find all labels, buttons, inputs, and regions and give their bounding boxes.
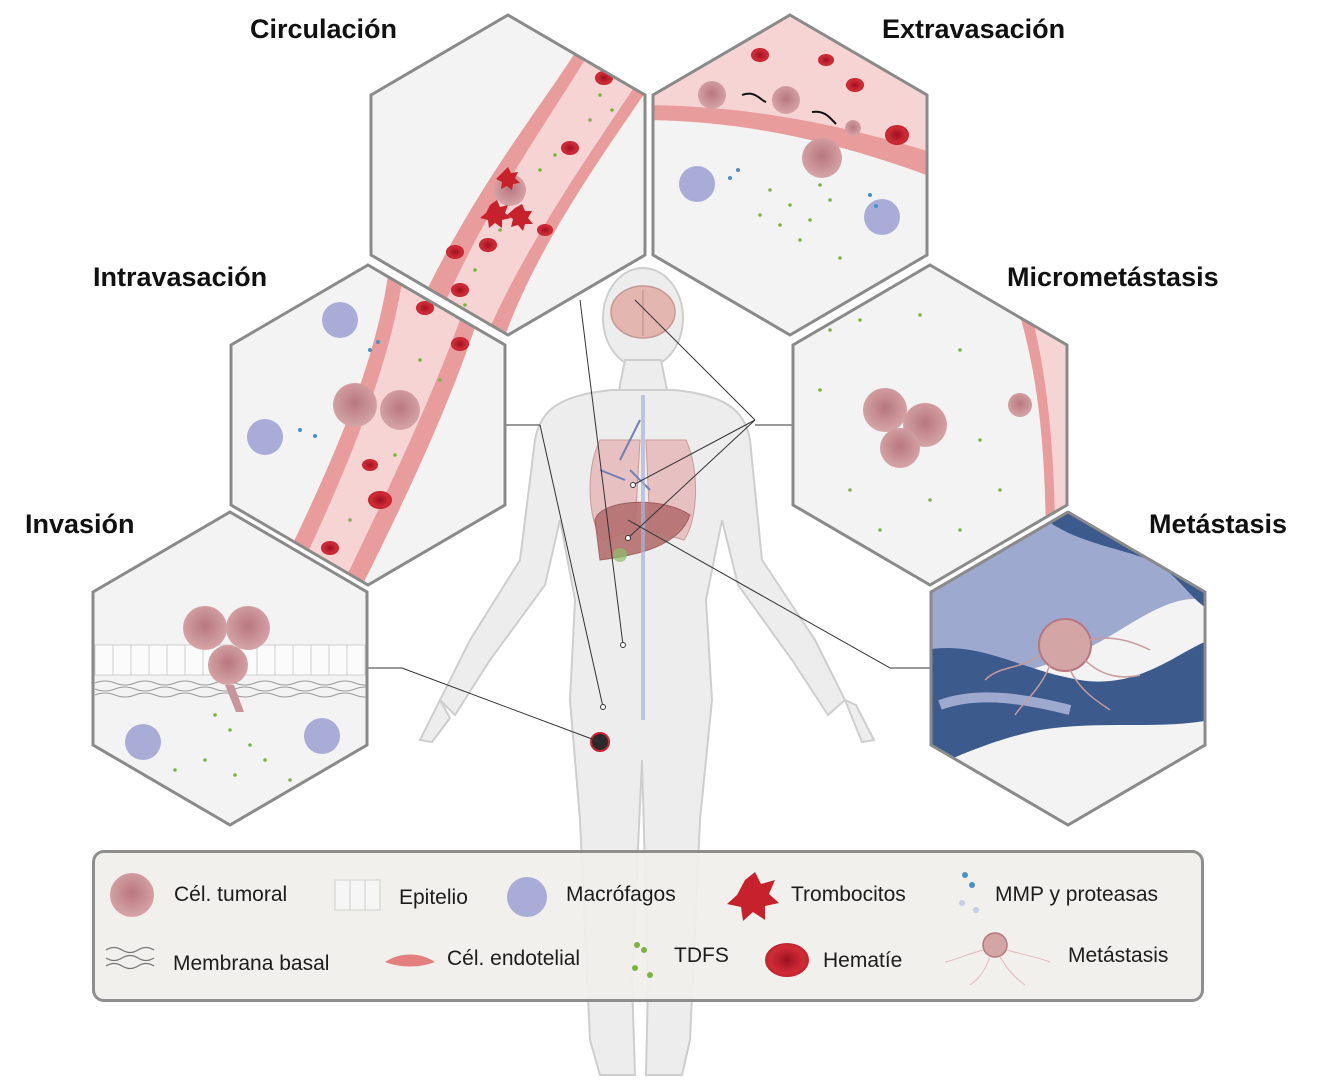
legend-label-platelets: Trombocitos	[791, 883, 906, 906]
legend-label-basement-membrane: Membrana basal	[173, 952, 330, 975]
epithelium-icon	[334, 879, 381, 911]
rbc-icon	[765, 943, 809, 977]
stage-title-invasion: Invasión	[25, 509, 135, 539]
legend-label-epithelium: Epitelio	[399, 886, 468, 909]
endothelial-cell-icon	[385, 954, 435, 967]
stage-title-circulacion: Circulación	[250, 14, 398, 44]
legend-label-rbc: Hematíe	[823, 949, 903, 972]
tumor-cell-icon	[110, 873, 154, 917]
platelet-icon	[727, 872, 779, 921]
stage-title-extravasacion: Extravasación	[882, 14, 1066, 44]
tdfs-icon	[632, 942, 653, 978]
macrophage-icon	[507, 877, 547, 917]
legend-label-endothelial-cell: Cél. endotelial	[447, 947, 581, 970]
legend-label-mmp: MMP y proteasas	[995, 883, 1159, 906]
hex-micrometastasis	[791, 263, 1069, 587]
hex-invasion	[91, 510, 369, 827]
stage-title-micrometastasis: Micrometástasis	[1007, 262, 1219, 292]
legend-icons	[105, 872, 1051, 986]
metastasis-icon	[944, 932, 1051, 986]
legend-label-tumor-cell: Cél. tumoral	[174, 883, 288, 906]
legend-label-metastasis: Metástasis	[1068, 944, 1169, 967]
stage-title-intravasacion: Intravasación	[93, 262, 268, 292]
hex-intravasacion	[229, 263, 507, 587]
hex-circulacion	[369, 13, 647, 337]
leader-lines	[367, 299, 931, 743]
mmp-icon	[959, 872, 979, 913]
basement-membrane-icon	[105, 946, 155, 970]
legend-label-macrophages: Macrófagos	[566, 883, 676, 906]
stage-title-metastasis: Metástasis	[1149, 509, 1288, 539]
legend-label-tdfs: TDFS	[674, 944, 729, 967]
organs	[589, 285, 697, 752]
